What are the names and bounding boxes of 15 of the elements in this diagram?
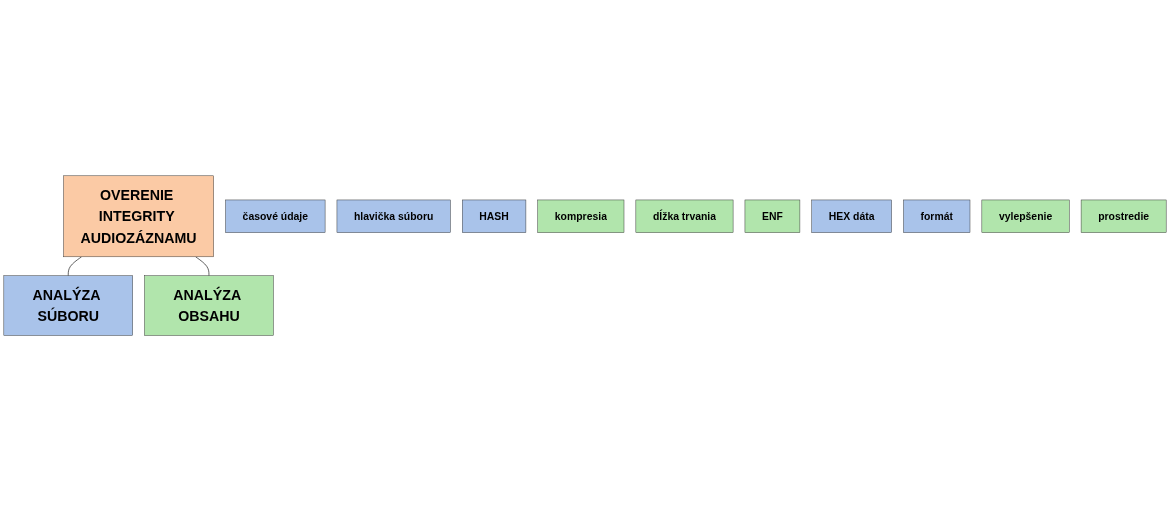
node-box: dĺžka trvania (635, 200, 734, 234)
node-box: OVERENIE INTEGRITY AUDIOZÁZNAMU (63, 175, 214, 258)
node-box: ANALÝZA OBSAHU (144, 275, 274, 337)
node-box: HEX dáta (811, 200, 892, 234)
node-box: vylepšenie (981, 200, 1070, 234)
node-box: HASH (462, 200, 527, 234)
connector (195, 256, 210, 277)
node-box: hlavička súboru (336, 200, 451, 234)
node-box: kompresia (537, 200, 625, 234)
node-box: formát (903, 200, 971, 234)
node-box: ENF (744, 200, 801, 234)
node-box: prostredie (1080, 200, 1167, 234)
connector (67, 256, 82, 277)
node-box: časové údaje (225, 200, 326, 234)
node-box: ANALÝZA SÚBORU (3, 275, 133, 337)
